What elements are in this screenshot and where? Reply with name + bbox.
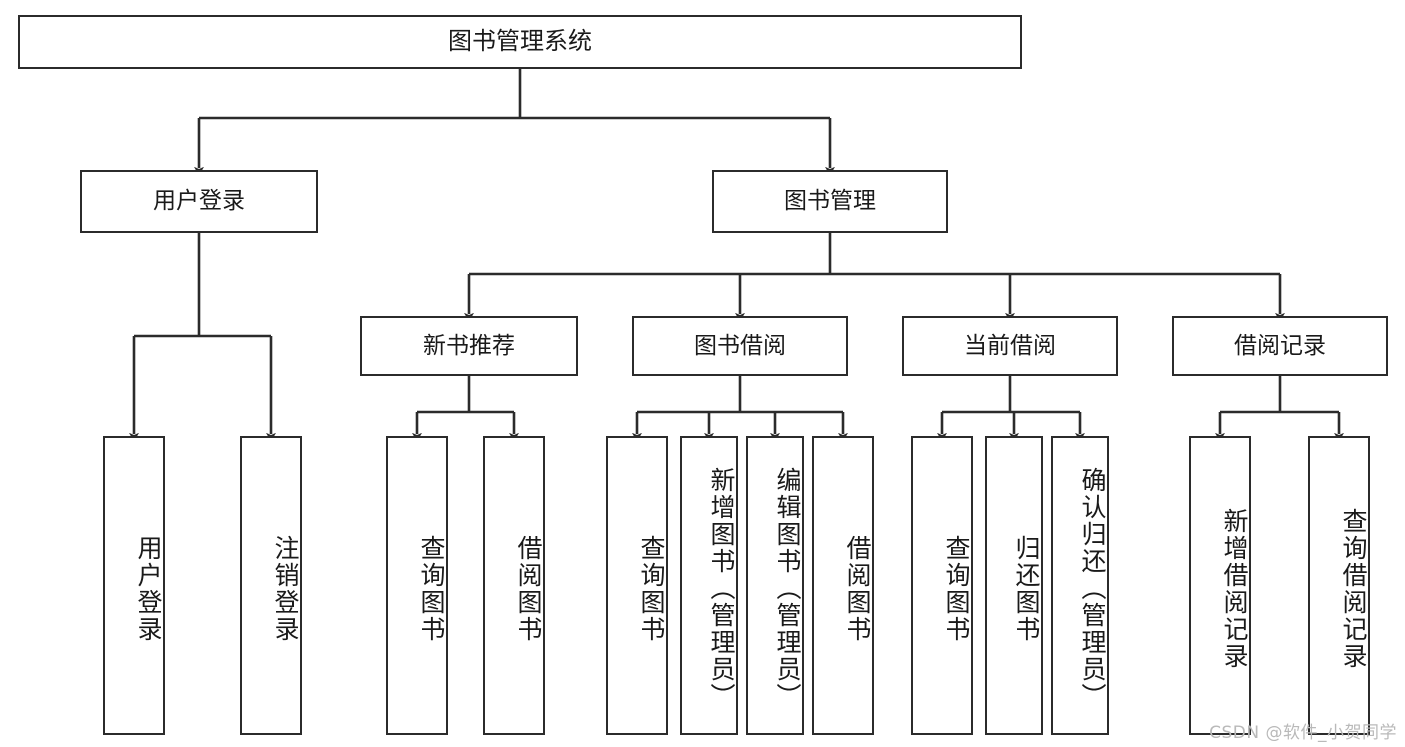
node-user-login-label: 用户登录 — [153, 188, 245, 215]
leaf-newbook-borrow-book[interactable]: 借阅图书 — [483, 436, 545, 735]
node-root[interactable]: 图书管理系统 — [18, 15, 1022, 69]
leaf-newbook-query-book[interactable]: 查询图书 — [386, 436, 448, 735]
node-root-label: 图书管理系统 — [448, 27, 592, 56]
leaf-current-return-book[interactable]: 归还图书 — [985, 436, 1043, 735]
node-borrow-records[interactable]: 借阅记录 — [1172, 316, 1388, 376]
leaf-borrow-add-book[interactable]: 新增图书（管理员） — [680, 436, 738, 735]
leaf-newbook-query-book-label: 查询图书 — [417, 534, 446, 643]
leaf-current-confirm-return[interactable]: 确认归还（管理员） — [1051, 436, 1109, 735]
node-borrow-records-label: 借阅记录 — [1234, 332, 1326, 359]
leaf-current-query-book-label: 查询图书 — [942, 534, 971, 643]
leaf-borrow-query-book-label: 查询图书 — [637, 534, 666, 643]
node-new-book-recommend-label: 新书推荐 — [423, 332, 515, 359]
leaf-borrow-borrow-book[interactable]: 借阅图书 — [812, 436, 874, 735]
node-book-borrow[interactable]: 图书借阅 — [632, 316, 848, 376]
node-book-borrow-label: 图书借阅 — [694, 332, 786, 359]
leaf-user-login-label: 用户登录 — [134, 534, 163, 643]
leaf-borrow-query-book[interactable]: 查询图书 — [606, 436, 668, 735]
leaf-borrow-borrow-book-label: 借阅图书 — [843, 534, 872, 643]
leaf-borrow-edit-book-label: 编辑图书（管理员） — [773, 467, 802, 710]
leaf-logout-label: 注销登录 — [271, 534, 300, 643]
leaf-current-query-book[interactable]: 查询图书 — [911, 436, 973, 735]
leaf-borrow-add-book-label: 新增图书（管理员） — [707, 467, 736, 710]
leaf-records-add-record[interactable]: 新增借阅记录 — [1189, 436, 1251, 735]
node-book-management[interactable]: 图书管理 — [712, 170, 948, 233]
leaf-user-login[interactable]: 用户登录 — [103, 436, 165, 735]
leaf-logout[interactable]: 注销登录 — [240, 436, 302, 735]
node-book-management-label: 图书管理 — [784, 188, 876, 215]
node-user-login[interactable]: 用户登录 — [80, 170, 318, 233]
leaf-records-query-record[interactable]: 查询借阅记录 — [1308, 436, 1370, 735]
watermark: CSDN @软件_小贺同学 — [1209, 723, 1397, 743]
node-new-book-recommend[interactable]: 新书推荐 — [360, 316, 578, 376]
leaf-newbook-borrow-book-label: 借阅图书 — [514, 534, 543, 643]
leaf-records-add-record-label: 新增借阅记录 — [1220, 507, 1249, 670]
leaf-records-query-record-label: 查询借阅记录 — [1339, 507, 1368, 670]
leaf-current-return-book-label: 归还图书 — [1012, 534, 1041, 643]
leaf-current-confirm-return-label: 确认归还（管理员） — [1078, 467, 1107, 710]
node-current-borrow[interactable]: 当前借阅 — [902, 316, 1118, 376]
leaf-borrow-edit-book[interactable]: 编辑图书（管理员） — [746, 436, 804, 735]
node-current-borrow-label: 当前借阅 — [964, 332, 1056, 359]
